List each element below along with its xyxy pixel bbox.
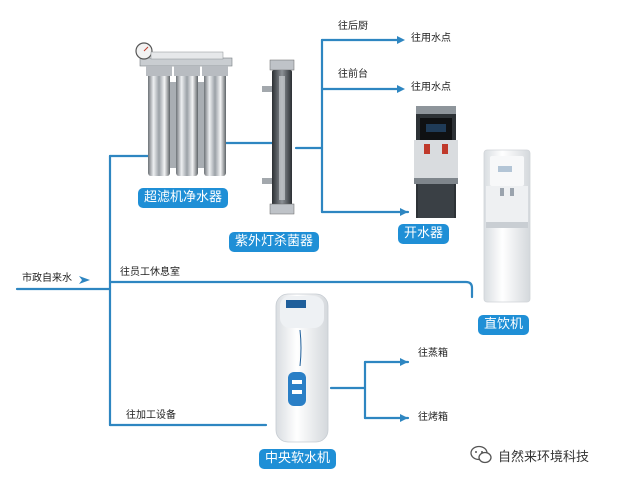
water-boiler-label: 开水器 [398,224,450,244]
ultrafilter-label: 超滤机净水器 [138,188,229,208]
oven-label: 往烤箱 [418,412,448,423]
wechat-icon [470,445,492,464]
watermark-text: 自然来环境科技 [498,449,590,465]
arrow-oven [400,414,408,422]
water-point-2-label: 往用水点 [411,82,451,93]
flow-arrows [79,36,408,422]
softener-label: 中央软水机 [259,449,337,469]
arrow-steamer [400,358,408,366]
water-boiler-device [414,106,458,218]
back-kitchen-label: 往后厨 [338,21,368,32]
arrow-front-desk [397,85,405,93]
uv-sterilizer-label: 紫外灯杀菌器 [229,232,320,252]
direct-drinker-label: 直饮机 [478,315,530,335]
watermark: 自然来环境科技 [470,444,589,466]
water-point-1-label: 往用水点 [411,33,451,44]
source-label: 市政自来水 [22,273,72,284]
processing-equipment-label: 往加工设备 [126,410,176,421]
arrow-water-boiler [400,208,408,216]
softener-device [275,293,329,443]
staff-lounge-label: 往员工休息室 [120,267,180,278]
ultrafilter-device [135,42,233,176]
arrow-source [79,276,90,284]
uv-sterilizer-device [262,59,295,215]
direct-drinker-device [483,149,531,303]
arrow-back-kitchen [397,36,405,44]
steamer-label: 往蒸箱 [418,348,448,359]
front-desk-label: 往前台 [338,69,368,80]
